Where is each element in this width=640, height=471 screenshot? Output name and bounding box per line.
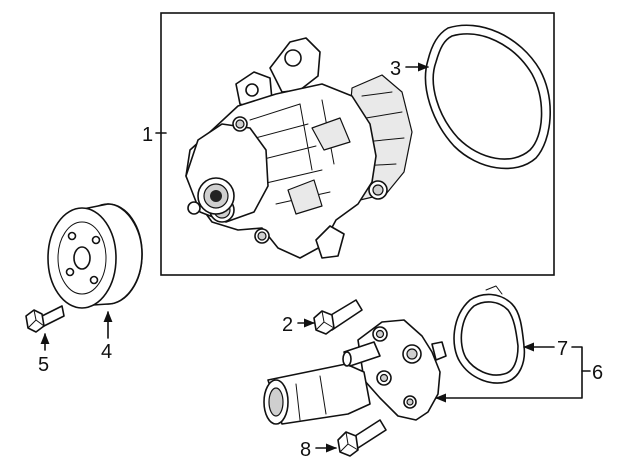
callout-5: 5 bbox=[38, 354, 49, 376]
callout-1: 1 bbox=[142, 124, 153, 146]
leader-6-bracket bbox=[434, 346, 583, 403]
callout-4: 4 bbox=[101, 341, 112, 363]
callout-2: 2 bbox=[282, 314, 293, 336]
callout-8: 8 bbox=[300, 439, 311, 461]
pump-gasket[interactable] bbox=[424, 24, 551, 170]
assembly-frame bbox=[160, 12, 555, 276]
pulley[interactable] bbox=[47, 203, 143, 309]
callout-6: 6 bbox=[592, 362, 603, 384]
water-pump[interactable] bbox=[185, 37, 413, 259]
callout-3: 3 bbox=[390, 58, 401, 80]
thermostat-gasket[interactable] bbox=[453, 285, 526, 384]
housing-bolt[interactable] bbox=[313, 299, 363, 335]
callout-7: 7 bbox=[557, 338, 568, 360]
thermostat-housing[interactable] bbox=[263, 319, 447, 425]
housing-bolt-lower[interactable] bbox=[337, 419, 387, 457]
pulley-bolt[interactable] bbox=[25, 305, 65, 333]
